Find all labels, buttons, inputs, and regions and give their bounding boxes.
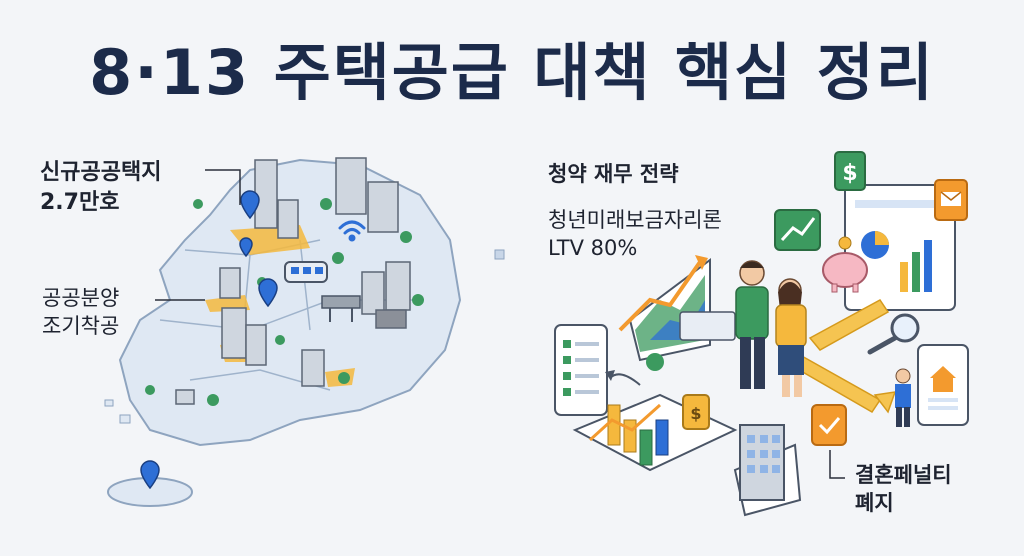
public-sale-label: 공공분양 조기착공 [42,284,119,341]
korea-map [104,158,505,507]
curved-arrow [605,370,641,386]
subscription-strategy-heading: 청약 재무 전략 [548,162,679,186]
new-public-land-title: 신규공공택지 [40,160,162,185]
dollar-icon: $ [834,151,866,191]
svg-text:$: $ [842,161,857,186]
map-buildings [175,157,411,405]
map-trees [145,198,424,406]
leader-lines [155,169,845,479]
youth-loan-ltv: LTV 80% [548,236,638,261]
house-icon [917,344,969,426]
couple-illustration [735,260,807,397]
marriage-penalty-label: 결혼페널티 폐지 [855,461,952,518]
train-icon [284,261,328,283]
office-building-icon [733,424,802,517]
shield-check-icon [811,404,847,446]
chart-icon [618,255,736,371]
piggy-bank-icon [822,236,868,293]
marriage-penalty-title: 결혼페널티 [855,463,952,487]
page-title: 8·13 주택공급 대책 핵심 정리 [89,36,935,109]
new-public-land-count: 2.7만호 [40,189,120,215]
svg-text:$: $ [690,404,701,423]
dashboard-screen [844,184,956,311]
youth-loan-title: 청년미래보금자리론 [548,208,722,232]
envelope-icon [934,179,968,221]
wifi-icon [338,220,366,242]
flow-arrows [793,299,897,414]
location-pin-icon [140,190,278,490]
growth-bubble-icon [774,209,821,251]
public-sale-subtitle: 조기착공 [42,314,120,339]
money-bag-icon: $ [682,394,710,430]
station-icon [321,295,361,322]
public-sale-title: 공공분양 [42,286,120,310]
youth-loan-label: 청년미래보금자리론 LTV 80% [548,206,722,263]
new-public-land-label: 신규공공택지 2.7만호 [40,158,161,217]
magnifier-icon [867,313,920,355]
marriage-penalty-status: 폐지 [855,491,894,516]
checklist-icon [554,324,608,416]
person-icon [895,368,911,427]
